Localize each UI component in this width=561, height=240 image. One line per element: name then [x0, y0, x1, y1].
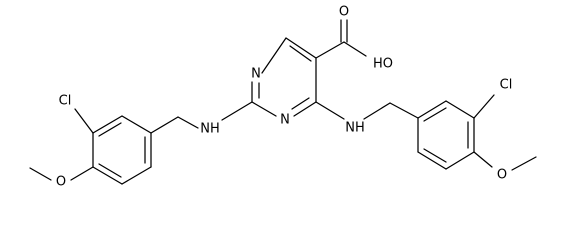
- bond-c5-ccooh: [315, 41, 345, 59]
- atom-label-n3: N: [280, 113, 290, 128]
- left-benzylamine-arm: [29, 101, 253, 185]
- atom-labels: O HO N N NH NH Cl Cl O O: [56, 5, 512, 190]
- bond-nh-right-ch2: [363, 102, 391, 120]
- bond-ccooh-oh: [343, 41, 367, 57]
- pyrimidine-ring: [251, 37, 317, 117]
- bond-rring-cl: [473, 94, 495, 119]
- bond-lring-4: [92, 166, 123, 185]
- bond-lring-4-inner: [98, 163, 122, 178]
- atom-label-cl-right: Cl: [500, 78, 513, 93]
- right-benzylamine-arm: [315, 94, 537, 171]
- bond-lo-ch3: [29, 167, 52, 181]
- bond-lring-cl: [74, 108, 94, 134]
- carboxylic-acid-group: [315, 19, 367, 59]
- bond-rring-1: [417, 100, 447, 119]
- bond-lring-o: [70, 166, 94, 181]
- atom-label-cl-left: Cl: [59, 94, 72, 109]
- atom-label-oh: HO: [373, 57, 393, 72]
- bond-ro-ch3: [511, 156, 537, 171]
- bond-rring-1-inner: [423, 107, 447, 122]
- bond-lring-5: [121, 166, 152, 185]
- bond-c6-c5: [285, 37, 317, 59]
- bond-rring-2: [445, 100, 475, 119]
- bond-lring-2: [92, 115, 123, 134]
- bond-c4-n3-inner: [291, 97, 310, 110]
- atom-label-n1: N: [251, 67, 261, 82]
- bond-c4-nh-right: [315, 101, 345, 120]
- atom-label-nh-right: NH: [345, 121, 365, 136]
- bond-n1-c6: [261, 37, 287, 74]
- bond-c4-n3: [293, 101, 317, 117]
- bond-c6-c5-inner: [289, 45, 312, 62]
- bond-n3-c2: [251, 101, 277, 117]
- bond-nh-left-ch2: [177, 116, 199, 129]
- bond-rring-5: [417, 151, 447, 170]
- structure-canvas: O HO N N NH NH Cl Cl O O: [29, 5, 537, 190]
- atom-label-o-left: O: [56, 175, 66, 190]
- bond-rring-5-inner: [423, 148, 447, 163]
- bond-rring-4: [445, 151, 475, 170]
- atom-label-o-carbonyl: O: [339, 5, 349, 20]
- bond-lring-1: [121, 115, 152, 134]
- bond-c2-nh-left: [221, 101, 253, 121]
- bond-ch2-left-ring: [150, 116, 179, 134]
- bond-ch2-right-ring: [389, 102, 419, 119]
- bond-lring-2-inner: [98, 122, 122, 137]
- bond-rring-o: [473, 151, 493, 168]
- atom-label-o-right: O: [497, 168, 507, 183]
- chemical-structure-diagram: O HO N N NH NH Cl Cl O O: [29, 5, 537, 190]
- atom-label-nh-left: NH: [200, 122, 220, 137]
